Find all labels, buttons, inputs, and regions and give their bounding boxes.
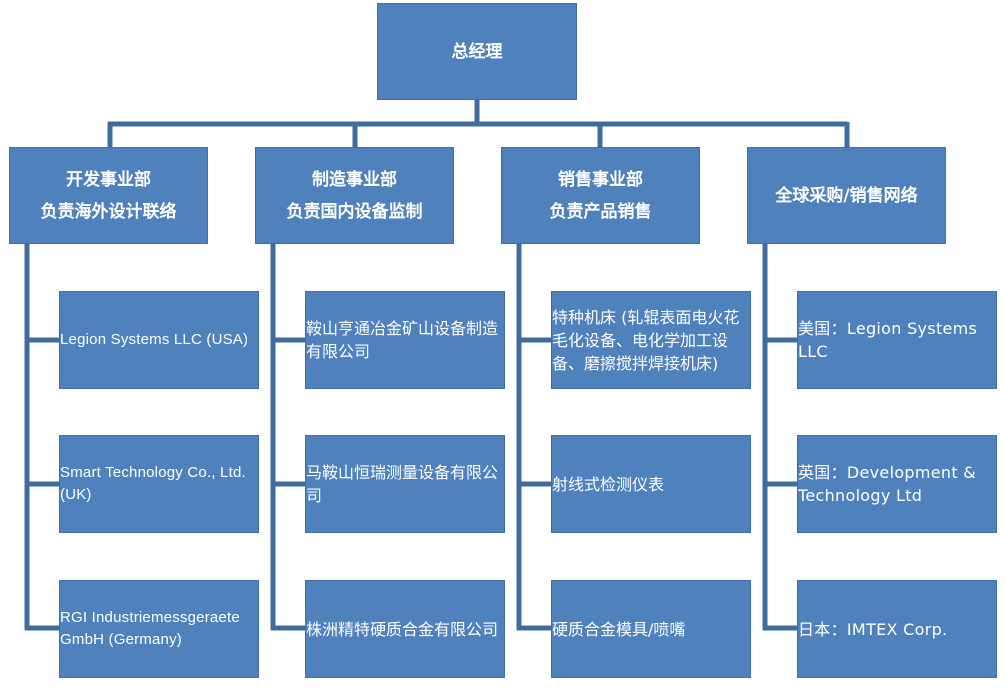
division-name: 制造事业部 (312, 169, 397, 190)
child-label: Smart Technology Co., Ltd. (UK) (60, 464, 246, 503)
division-sales: 销售事业部 负责产品销售 (501, 147, 700, 244)
division-duty: 负责产品销售 (549, 201, 652, 222)
child-label: 鞍山亨通冶金矿山设备制造有限公司 (306, 319, 499, 361)
child-node: 特种机床 (轧辊表面电火花毛化设备、电化学加工设备、磨擦搅拌焊接机床) (551, 291, 751, 389)
division-manufacturing: 制造事业部 负责国内设备监制 (255, 147, 454, 244)
child-label: 英国：Development & Technology Ltd (798, 463, 977, 505)
child-node: 日本：IMTEX Corp. (797, 580, 997, 678)
root-label: 总经理 (451, 41, 503, 62)
child-node: 英国：Development & Technology Ltd (797, 435, 997, 533)
child-node: 株洲精特硬质合金有限公司 (305, 580, 505, 678)
division-global-network: 全球采购/销售网络 (747, 147, 946, 244)
division-duty: 负责国内设备监制 (286, 201, 423, 222)
child-label: 射线式检测仪表 (552, 474, 665, 494)
child-label: Legion Systems LLC (USA) (60, 331, 249, 348)
division-name: 开发事业部 (66, 169, 151, 190)
division-development: 开发事业部 负责海外设计联络 (9, 147, 208, 244)
child-label: RGI Industriemessgeraete GmbH (Germany) (60, 609, 240, 648)
root-node-general-manager: 总经理 (377, 3, 577, 100)
child-label: 美国：Legion Systems LLC (798, 319, 978, 361)
child-node: 马鞍山恒瑞测量设备有限公司 (305, 435, 505, 533)
child-label: 硬质合金模具/喷嘴 (552, 619, 686, 639)
child-node: 鞍山亨通冶金矿山设备制造有限公司 (305, 291, 505, 389)
division-duty: 负责海外设计联络 (40, 201, 177, 222)
child-node: 射线式检测仪表 (551, 435, 751, 533)
child-label: 马鞍山恒瑞测量设备有限公司 (306, 463, 499, 505)
child-label: 特种机床 (轧辊表面电火花毛化设备、电化学加工设备、磨擦搅拌焊接机床) (552, 307, 740, 373)
child-node: RGI Industriemessgeraete GmbH (Germany) (59, 580, 259, 678)
division-name: 全球采购/销售网络 (775, 185, 918, 206)
child-node: Smart Technology Co., Ltd. (UK) (59, 435, 259, 533)
child-label: 株洲精特硬质合金有限公司 (306, 619, 499, 639)
division-name: 销售事业部 (558, 169, 643, 190)
child-label: 日本：IMTEX Corp. (798, 619, 948, 639)
child-node: 硬质合金模具/喷嘴 (551, 580, 751, 678)
child-node: Legion Systems LLC (USA) (59, 291, 259, 389)
child-node: 美国：Legion Systems LLC (797, 291, 997, 389)
